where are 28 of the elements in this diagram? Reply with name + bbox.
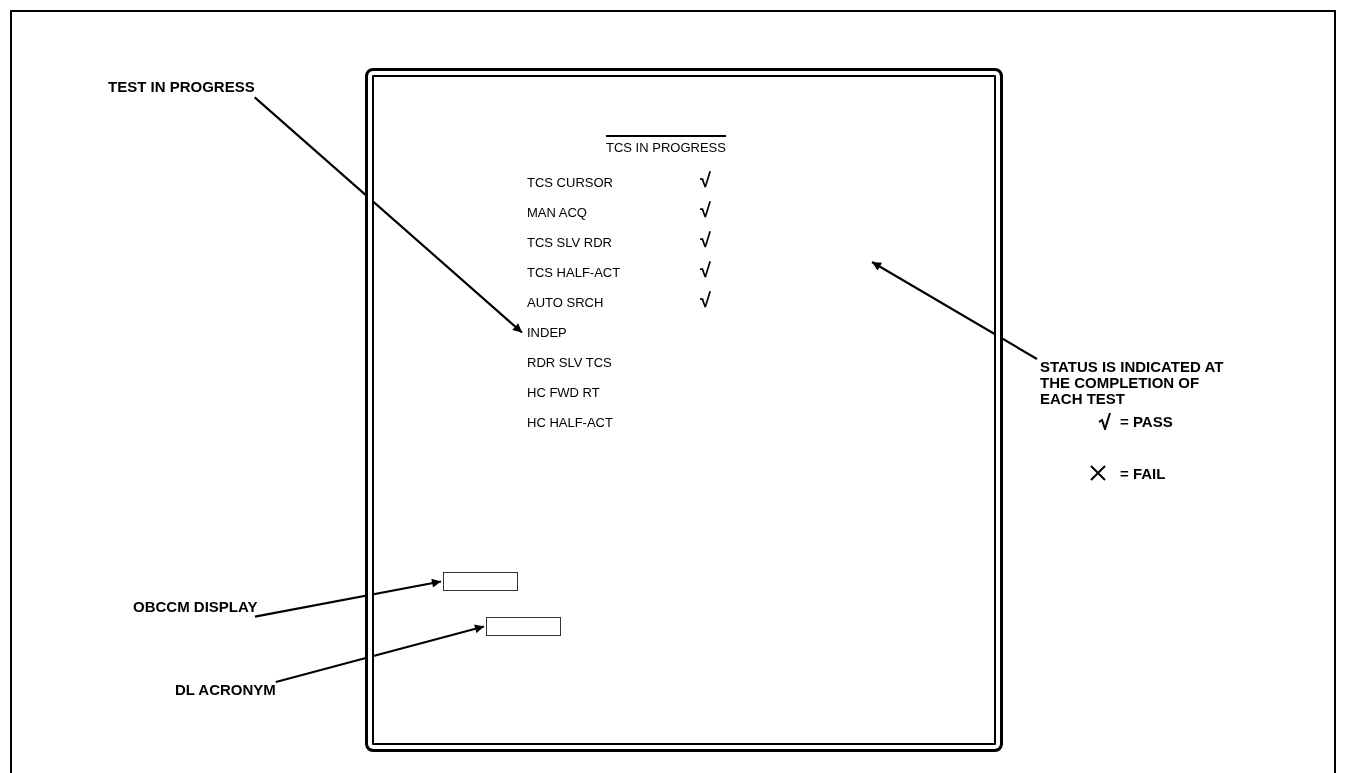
- test-name: TCS SLV RDR: [527, 235, 612, 250]
- callout-text: STATUS IS INDICATED AT THE COMPLETION OF EACH TEST: [1040, 359, 1225, 407]
- callout-text: TEST IN PROGRESS: [108, 79, 255, 95]
- check-mark: √: [700, 170, 711, 190]
- leader-arrow: [871, 261, 1038, 360]
- test-name: HC HALF-ACT: [527, 415, 613, 430]
- legend-text: = PASS: [1120, 414, 1173, 430]
- check-mark: √: [700, 200, 711, 220]
- leader-arrow: [253, 96, 523, 334]
- callout-text: OBCCM DISPLAY: [133, 599, 258, 615]
- display-screen: [365, 68, 1003, 752]
- check-mark: √: [700, 290, 711, 310]
- test-name: AUTO SRCH: [527, 295, 604, 310]
- display-field: [443, 572, 518, 591]
- legend-text: = FAIL: [1120, 466, 1166, 482]
- test-name: RDR SLV TCS: [527, 355, 612, 370]
- screen-title: TCS IN PROGRESS: [606, 135, 726, 156]
- test-name: TCS HALF-ACT: [527, 265, 621, 280]
- check-mark: √: [700, 260, 711, 280]
- test-name: INDEP: [527, 325, 567, 340]
- test-name: MAN ACQ: [527, 205, 587, 220]
- display-field: [486, 617, 561, 636]
- test-name: HC FWD RT: [527, 385, 600, 400]
- callout-text: DL ACRONYM: [175, 682, 276, 698]
- test-name: TCS CURSOR: [527, 175, 613, 190]
- leader-arrow: [275, 624, 485, 684]
- check-mark: √: [700, 230, 711, 250]
- leader-arrow: [254, 578, 442, 618]
